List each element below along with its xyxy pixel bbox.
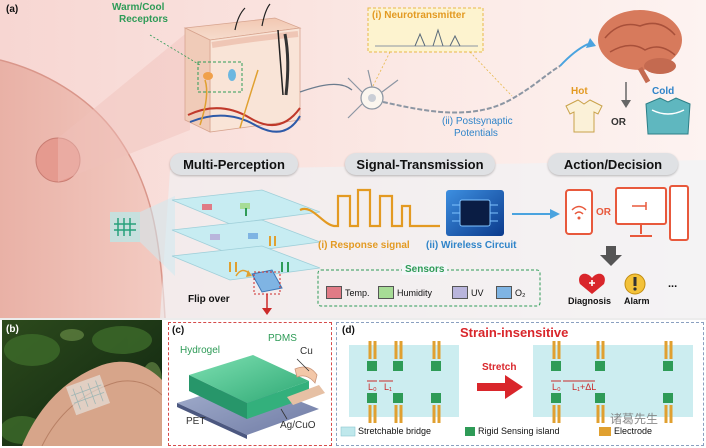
sensor-uv: UV [452,286,484,299]
panel-b-label: (b) [6,324,19,335]
postsynaptic-label-line2: Potentials [454,128,498,139]
panel-d-label: (d) [342,325,355,336]
alarm-label: Alarm [624,296,650,306]
device-or-label: OR [596,207,611,218]
agcuo-label: Ag/CuO [280,420,316,431]
arm-electrode-patch [110,212,140,242]
wireless-circuit-label: (ii) Wireless Circuit [426,240,517,251]
diagnosis-label: Diagnosis [568,296,612,306]
cu-label: Cu [300,346,313,357]
panel-divider [0,318,706,320]
sensor-temp-swatch [326,286,342,299]
panel-a-label: (a) [6,4,19,15]
cold-label: Cold [652,86,675,97]
hot-shirt-icon [565,99,603,133]
panel-b-photo [2,320,162,446]
skin-spot [35,137,81,183]
skin-cross-section [183,3,302,133]
response-signal-wave [299,188,440,228]
receptors-label-line2: Receptors [119,14,168,25]
l0-left-label: L₀ [368,382,377,392]
response-signal-label: (i) Response signal [318,240,410,251]
flip-over-label: Flip over [188,294,230,305]
hydrogel-label: Hydrogel [180,345,221,356]
brain-icon [598,10,682,84]
sensor-uv-swatch [452,286,468,299]
decision-or-label: OR [611,117,626,128]
postsynaptic-label-line1: (ii) Postsynaptic [442,116,513,127]
sensor-o2-swatch [496,286,512,299]
watermark: 诸葛先生 [610,412,659,426]
stretch-label: Stretch [482,362,517,373]
sensors-title: Sensors [402,264,448,275]
strain-insensitive-title: Strain-insensitive [460,325,569,340]
panel-c-label: (c) [172,325,185,336]
sensor-temp-label: Temp. [345,287,370,298]
computer-icon [615,185,689,241]
panel-d-illustration [340,341,693,437]
pdms-label: PDMS [268,333,297,344]
pet-label: PET [186,416,206,427]
body-silhouette [0,60,165,318]
stage-action-decision: Action/Decision [548,153,678,175]
sensor-humidity-swatch [378,286,394,299]
wireless-chip-icon [446,190,504,236]
hot-label: Hot [571,86,588,97]
phone-icon [565,189,593,235]
more-label: ... [668,278,678,290]
stretch-arrow [477,375,523,399]
sensor-temp: Temp. [326,286,370,299]
neuron [347,65,561,119]
sensor-uv-label: UV [471,287,484,298]
sensor-humidity-label: Humidity [397,287,433,298]
legend-bridge-label: Stretchable bridge [358,426,432,436]
sensor-o2: O₂ [496,286,526,299]
legend-island-label: Rigid Sensing island [478,426,560,436]
sensor-humidity: Humidity [378,286,432,299]
neurotransmitter-label: (i) Neurotransmitter [372,10,466,21]
stage-multi-perception: Multi-Perception [170,153,298,175]
legend-electrode-label: Electrode [614,426,653,436]
neurotransmitter-box [367,7,484,53]
sensor-layers [171,189,321,281]
l1-right-label: L₁+ΔL [572,382,597,392]
stage-signal-transmission: Signal-Transmission [345,153,495,175]
cold-coat-icon [645,97,691,135]
panel-c-illustration [177,355,325,439]
l0-right-label: L₀ [552,382,561,392]
receptors-label-line1: Warm/Cool [112,2,165,13]
l1-left-label: L₁ [384,382,393,392]
sensor-o2-label: O₂ [515,287,526,298]
